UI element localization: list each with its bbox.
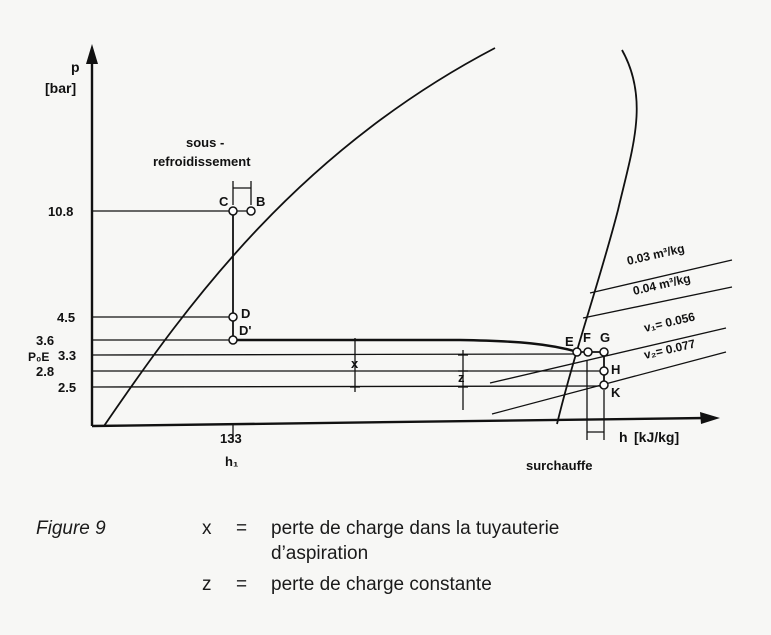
marker-z-label: z — [458, 370, 465, 385]
label-b: B — [256, 194, 265, 209]
annotation-sous: sous - — [186, 135, 224, 150]
saturated-vapour-curve — [556, 49, 638, 425]
saturated-liquid-curve — [103, 47, 496, 427]
point-g — [599, 347, 609, 357]
annotation-refroidissement: refroidissement — [153, 154, 251, 169]
label-g: G — [600, 330, 610, 345]
point-d — [228, 312, 238, 322]
label-c: C — [219, 194, 229, 209]
tick-label-2-8: 2.8 — [36, 364, 54, 379]
tick-label-10-8: 10.8 — [48, 204, 73, 219]
tick-label-3-6: 3.6 — [36, 333, 54, 348]
y-axis-arrow — [86, 44, 98, 64]
point-d-prime — [228, 335, 238, 345]
evaporation-line — [233, 338, 579, 354]
volume-label-0-03: 0.03 m³/kg — [626, 241, 686, 268]
point-k — [599, 380, 609, 390]
volume-line-0-03 — [589, 259, 733, 294]
tick-label-2-5: 2.5 — [58, 380, 76, 395]
tick-label-3-3: 3.3 — [58, 348, 76, 363]
volume-label-v1: v₁= 0.056 — [643, 310, 697, 335]
point-e — [572, 347, 582, 357]
label-e: E — [565, 334, 574, 349]
tick-label-133: 133 — [220, 431, 242, 446]
label-d-prime: D' — [239, 323, 251, 338]
tick-label-p0e: P₀E — [28, 350, 49, 364]
hline-3-3 — [91, 353, 577, 356]
hline-2-5 — [91, 385, 605, 388]
x-axis-arrow — [700, 412, 720, 424]
volume-label-0-04: 0.04 m³/kg — [632, 271, 692, 298]
volume-line-v1 — [489, 327, 727, 384]
tick-label-4-5: 4.5 — [57, 310, 75, 325]
volume-line-0-04 — [582, 286, 733, 319]
label-k: K — [611, 385, 621, 400]
label-d: D — [241, 306, 250, 321]
volume-line-v2 — [491, 351, 727, 415]
point-c — [228, 206, 238, 216]
volume-label-v2: v₂= 0.077 — [643, 336, 698, 361]
marker-x-label: x — [351, 356, 359, 371]
x-axis — [91, 416, 707, 428]
tick-label-h1: h₁ — [225, 454, 238, 469]
annotation-surchauffe: surchauffe — [526, 458, 592, 473]
point-f — [583, 347, 593, 357]
label-f: F — [583, 330, 591, 345]
x-axis-unit: [kJ/kg] — [634, 429, 679, 445]
point-h — [599, 366, 609, 376]
y-axis-symbol: p — [71, 59, 80, 75]
point-b — [246, 206, 256, 216]
label-h: H — [611, 362, 620, 377]
x-axis-symbol: h — [619, 429, 628, 445]
y-axis-unit: [bar] — [45, 80, 76, 96]
